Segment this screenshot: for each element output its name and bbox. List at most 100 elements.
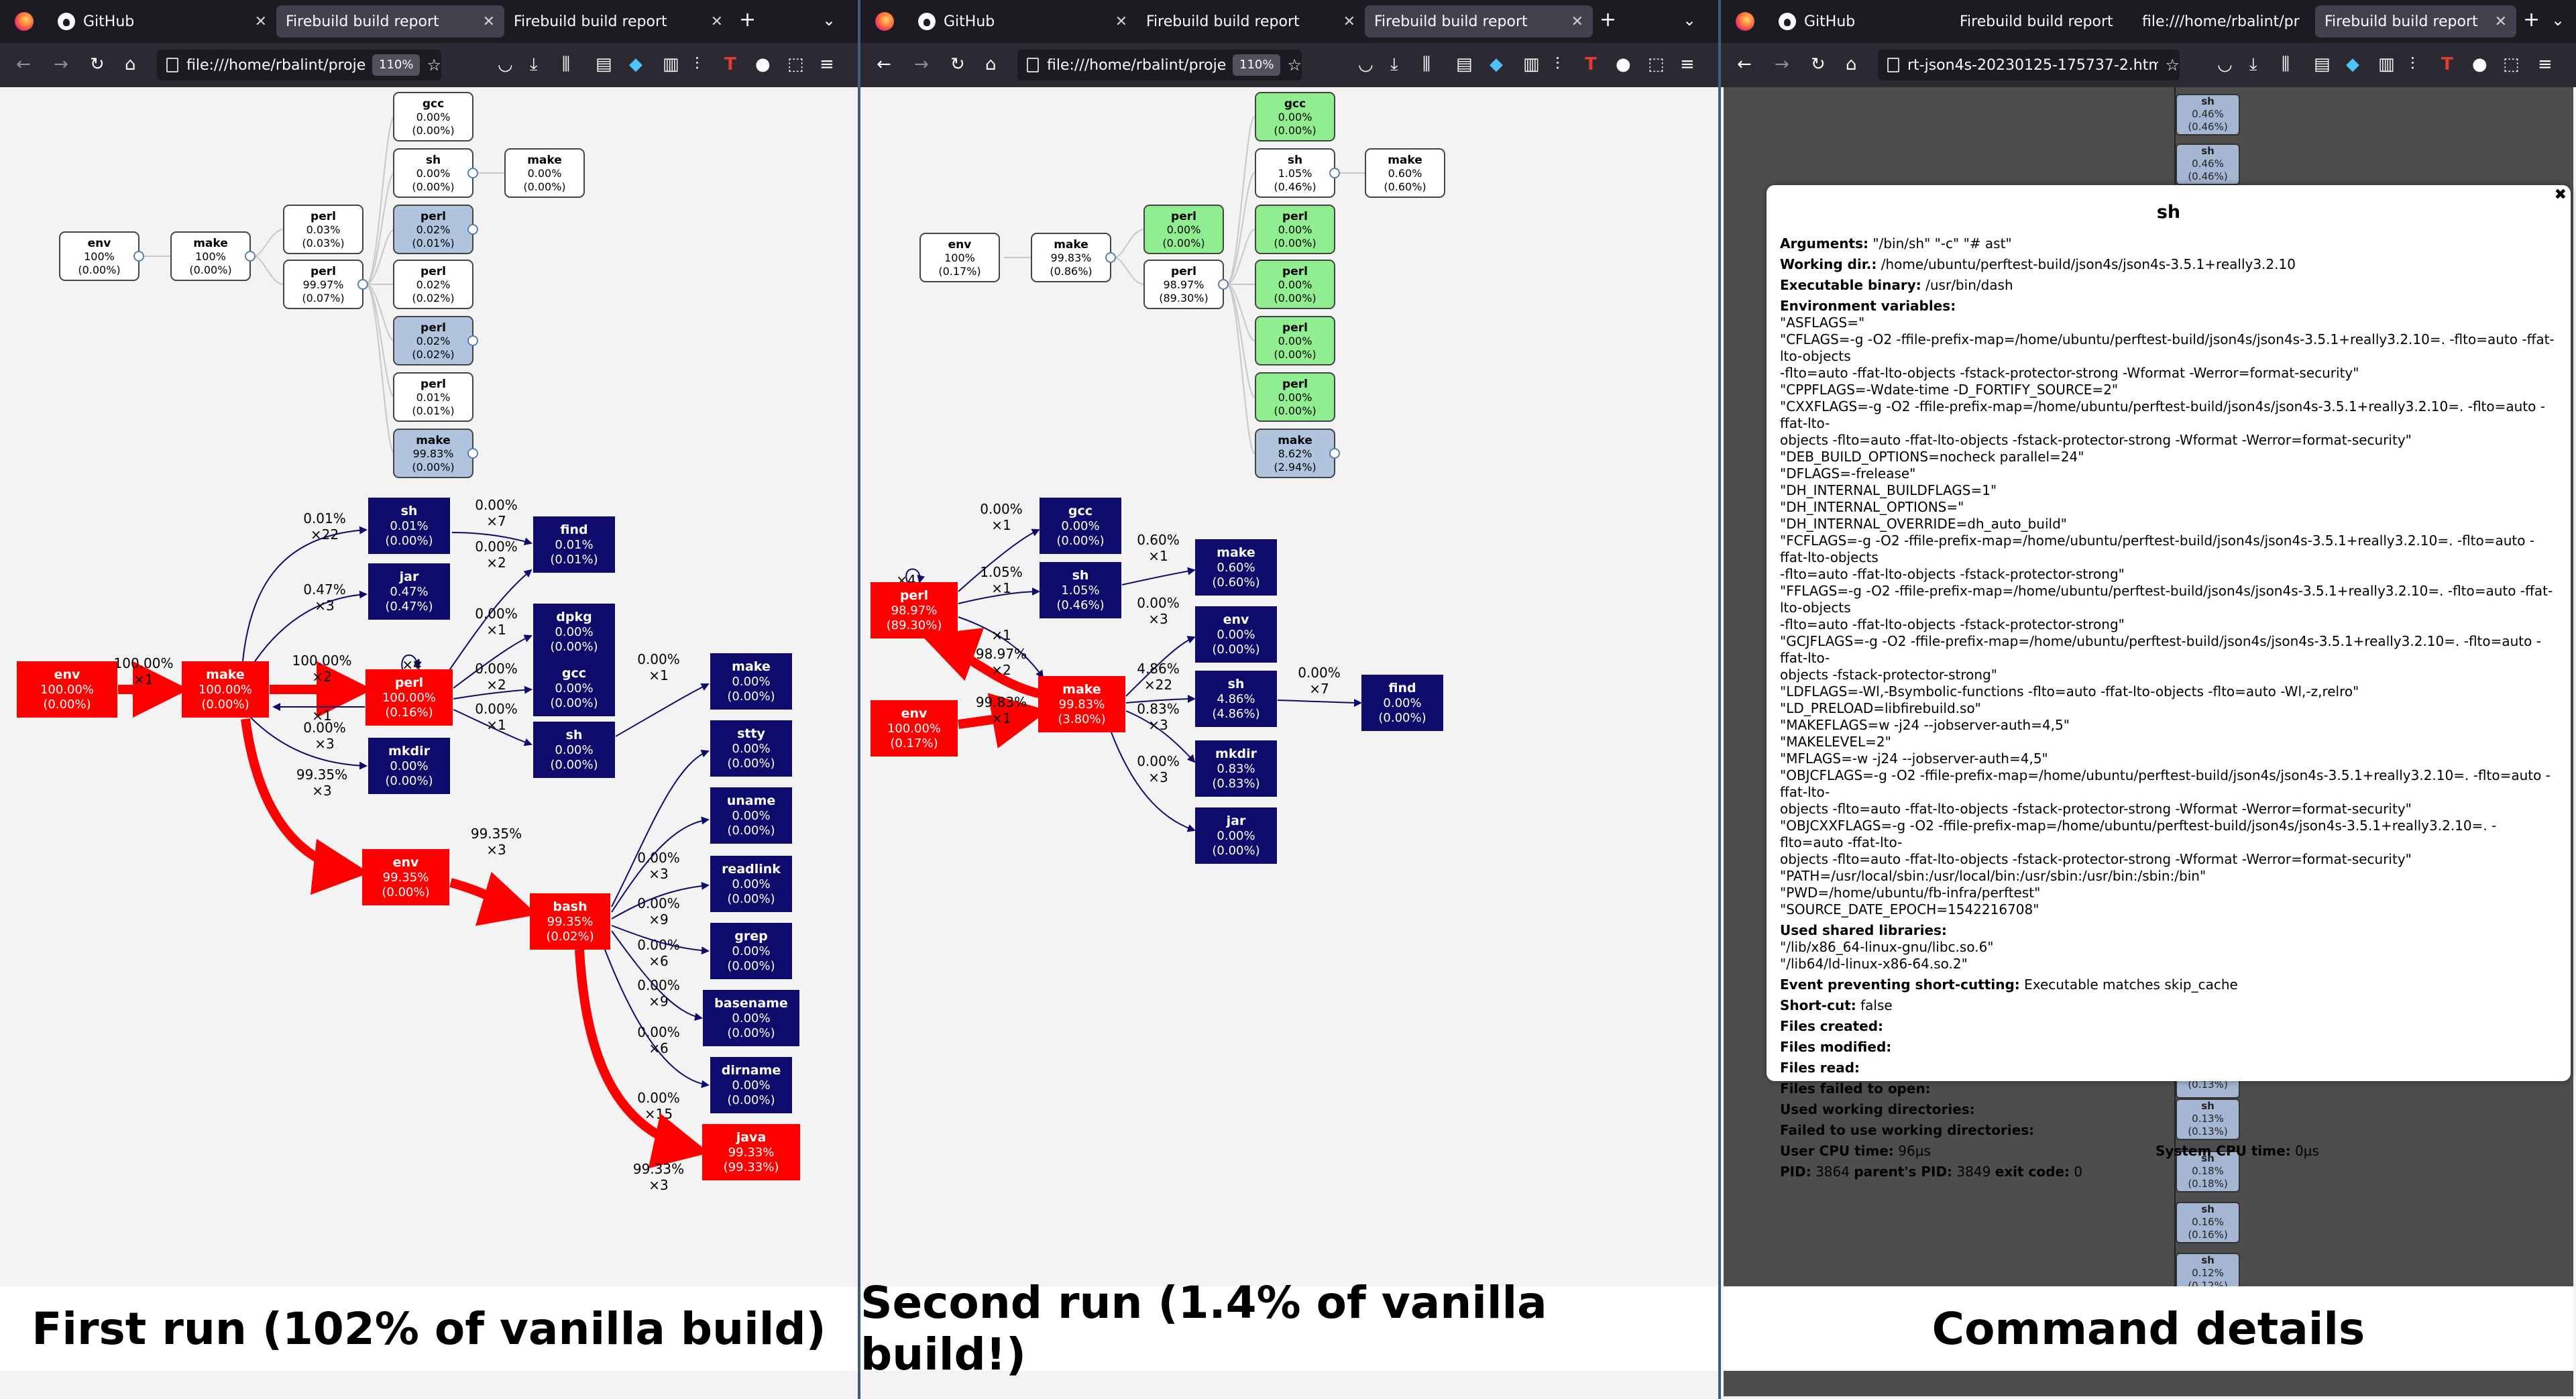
close-icon[interactable]: ✕ [1571, 13, 1583, 30]
graph-node[interactable] [710, 653, 792, 710]
graph-node[interactable] [368, 563, 450, 620]
tab-build-report-1[interactable]: Firebuild build report✕ [1146, 13, 1355, 30]
star-icon[interactable]: ☆ [1287, 56, 1302, 74]
graph-node[interactable] [533, 516, 615, 573]
chevron-down-icon[interactable]: ⌄ [2551, 11, 2565, 30]
expand-toggle-icon[interactable] [1105, 252, 1116, 263]
chevron-down-icon[interactable]: ⌄ [822, 11, 836, 30]
extension-icon[interactable]: T [2441, 54, 2453, 74]
plus-icon[interactable]: + [739, 8, 757, 32]
extension-icon[interactable]: ◆ [2346, 54, 2359, 74]
graph-node[interactable] [1195, 539, 1277, 596]
tab-github[interactable]: GitHub✕ [48, 5, 276, 38]
graph-node[interactable] [1195, 740, 1277, 797]
graph-node[interactable] [1038, 676, 1125, 732]
expand-toggle-icon[interactable] [245, 251, 256, 262]
close-icon[interactable]: ✕ [1343, 13, 1355, 30]
tree-node[interactable] [919, 233, 1000, 282]
graph-node[interactable] [1195, 671, 1277, 727]
url-bar[interactable]: file:///home/rbalint/projects 110% ☆ [157, 50, 441, 80]
tree-node[interactable] [283, 205, 363, 254]
graph-node[interactable] [710, 787, 792, 844]
graph-node[interactable] [362, 849, 449, 905]
expand-toggle-icon[interactable] [1218, 279, 1229, 290]
library-icon[interactable]: ⫼ [2282, 54, 2290, 74]
tree-node[interactable] [1365, 148, 1445, 198]
url-bar[interactable]: file:///home/rbalint/projects 110% ☆ [1017, 50, 1302, 80]
graph-node[interactable] [1040, 562, 1121, 618]
close-icon[interactable]: ✕ [710, 13, 723, 30]
close-icon[interactable]: ✕ [254, 13, 267, 30]
graph-node[interactable] [366, 669, 453, 726]
reload-icon[interactable]: ↻ [90, 54, 105, 74]
extension-icon[interactable]: ⬚ [1648, 54, 1665, 74]
graph-node[interactable] [1040, 498, 1121, 554]
tree-node[interactable] [393, 260, 473, 309]
tab-github[interactable]: GitHub [1769, 5, 1950, 38]
extension-icon[interactable]: ▥ [1523, 54, 1540, 74]
extension-icon[interactable]: ⫶ [1555, 54, 1560, 74]
tree-node[interactable] [1255, 260, 1335, 309]
graph-node[interactable] [1195, 606, 1277, 663]
tree-node[interactable] [1255, 205, 1335, 254]
plus-icon[interactable]: + [2523, 8, 2540, 32]
extension-icon[interactable]: ● [2472, 54, 2487, 74]
download-icon[interactable]: ⤓ [530, 54, 538, 74]
graph-node[interactable] [533, 660, 615, 716]
tab-github[interactable]: GitHub✕ [909, 5, 1137, 38]
expand-toggle-icon[interactable] [467, 168, 478, 178]
reload-icon[interactable]: ↻ [950, 54, 965, 74]
tab-file[interactable]: file:///home/rbalint/pr [2142, 13, 2300, 30]
pocket-icon[interactable]: ◡ [498, 54, 513, 74]
tree-node[interactable] [1255, 372, 1335, 422]
close-icon[interactable]: ✕ [1115, 13, 1127, 30]
extension-icon[interactable]: ⫶ [695, 54, 699, 74]
extension-icon[interactable]: ▥ [663, 54, 679, 74]
tab-build-report-2[interactable]: Firebuild build report✕ [1365, 5, 1593, 38]
forward-icon[interactable]: → [914, 54, 929, 74]
sidebar-icon[interactable]: ▤ [596, 54, 612, 74]
tab-build-report-1[interactable]: Firebuild build report [1960, 13, 2113, 30]
extension-icon[interactable]: ⬚ [787, 54, 804, 74]
home-icon[interactable]: ⌂ [1846, 54, 1857, 74]
download-icon[interactable]: ⤓ [2249, 54, 2257, 74]
expand-toggle-icon[interactable] [1329, 168, 1340, 178]
home-icon[interactable]: ⌂ [985, 54, 997, 74]
menu-icon[interactable]: ≡ [1680, 54, 1695, 74]
extension-icon[interactable]: ⫶ [2410, 54, 2415, 74]
graph-node[interactable] [710, 720, 792, 777]
expand-toggle-icon[interactable] [357, 279, 368, 290]
tree-node[interactable] [504, 148, 585, 198]
close-icon[interactable]: ✖ [2554, 186, 2567, 203]
back-icon[interactable]: ← [16, 54, 31, 74]
graph-node[interactable] [368, 498, 450, 554]
graph-node[interactable] [710, 856, 792, 912]
graph-node[interactable] [703, 990, 799, 1046]
tab-build-report-2[interactable]: Firebuild build report✕ [514, 13, 723, 30]
extension-icon[interactable]: ● [1616, 54, 1631, 74]
chevron-down-icon[interactable]: ⌄ [1683, 11, 1697, 30]
back-icon[interactable]: ← [1737, 54, 1752, 74]
extension-icon[interactable]: ▥ [2378, 54, 2395, 74]
tree-node[interactable] [1255, 316, 1335, 366]
graph-node[interactable] [871, 700, 958, 757]
extension-icon[interactable]: ◆ [629, 54, 642, 74]
graph-node[interactable] [710, 1057, 792, 1113]
tab-build-report-2[interactable]: Firebuild build report✕ [2315, 5, 2516, 38]
close-icon[interactable]: ✕ [2494, 13, 2507, 30]
graph-node[interactable] [871, 582, 958, 638]
graph-node[interactable] [368, 738, 450, 794]
tree-node[interactable] [1143, 205, 1224, 254]
sidebar-icon[interactable]: ▤ [1456, 54, 1473, 74]
tab-build-report-1[interactable]: Firebuild build report✕ [276, 5, 504, 38]
expand-toggle-icon[interactable] [133, 251, 144, 262]
extension-icon[interactable]: ⬚ [2503, 54, 2520, 74]
expand-toggle-icon[interactable] [1329, 448, 1340, 459]
expand-toggle-icon[interactable] [467, 448, 478, 459]
tree-node[interactable] [1255, 92, 1335, 142]
forward-icon[interactable]: → [1775, 54, 1789, 74]
graph-node[interactable] [530, 893, 610, 950]
graph-node[interactable] [533, 722, 615, 778]
graph-node[interactable] [182, 661, 269, 718]
tree-node[interactable] [393, 372, 473, 422]
